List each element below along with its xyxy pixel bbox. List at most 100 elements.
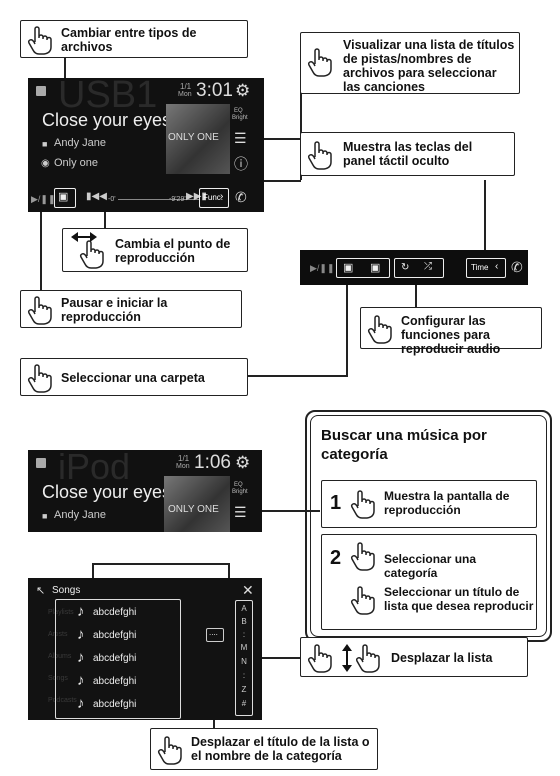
hand-tap-icon xyxy=(355,643,381,673)
seek-bar[interactable] xyxy=(118,199,200,200)
func-button[interactable]: Func. › xyxy=(199,188,229,208)
callout-text: Pausar e iniciar la reproducción xyxy=(61,296,168,324)
source-watermark: iPod xyxy=(58,450,131,487)
category-item[interactable]: Albums xyxy=(48,653,72,660)
alpha-index[interactable]: A xyxy=(241,604,247,613)
phone-icon[interactable]: ✆ xyxy=(235,189,247,205)
audio-functions-button[interactable]: ↻ ⤮ xyxy=(394,258,444,278)
source-menu-button[interactable] xyxy=(36,86,46,96)
album-icon: ◉ xyxy=(41,158,50,169)
callout-scroll-list: Desplazar la lista xyxy=(300,637,528,677)
folder-select-button[interactable]: ▣ ▣ xyxy=(336,258,390,278)
person-icon: ■ xyxy=(42,139,48,149)
step-number: 1 xyxy=(330,492,342,514)
category-item[interactable]: Playlists xyxy=(48,609,74,616)
info-icon[interactable]: ⓘ xyxy=(234,156,248,172)
search-panel-title: Buscar una música por categoría xyxy=(321,427,487,463)
hand-tap-icon xyxy=(27,363,53,393)
alpha-index[interactable]: M xyxy=(240,643,248,652)
alpha-index[interactable]: : xyxy=(242,630,246,639)
list-item[interactable]: ♪ abcdefghi xyxy=(61,648,173,668)
list-item[interactable]: ♪ abcdefghi xyxy=(61,625,173,645)
date-bottom: Mon xyxy=(176,463,190,470)
step-2-box: 2 Seleccionar una categoría Seleccionar … xyxy=(321,534,537,630)
gear-icon[interactable]: ⚙ xyxy=(235,453,251,472)
hand-tap-icon xyxy=(307,140,333,170)
step-text: Seleccionar un título de lista que desea… xyxy=(384,585,534,613)
next-track-icon[interactable]: ▶▶▮ xyxy=(186,191,207,202)
person-icon: ■ xyxy=(42,511,48,521)
time-button[interactable]: Time ‹ xyxy=(466,258,506,278)
play-pause-icon[interactable]: ▶/❚❚ xyxy=(31,194,56,204)
folder-next-icon: ▣ xyxy=(370,262,381,274)
drag-horizontal-icon xyxy=(79,239,105,269)
callout-select-folder: Seleccionar una carpeta xyxy=(20,358,248,396)
category-item[interactable]: Artists xyxy=(48,631,68,638)
callout-configure-audio: Configurar las funciones para reproducir… xyxy=(360,307,542,356)
eq-line2: Bright xyxy=(232,115,248,121)
hand-tap-icon xyxy=(307,47,333,77)
alpha-index[interactable]: N xyxy=(241,657,247,666)
callout-pause-play: Pausar e iniciar la reproducción xyxy=(20,290,242,328)
elapsed-time: -0' xyxy=(108,196,116,203)
step-text: Seleccionar una categoría xyxy=(384,552,477,580)
callout-text: Configurar las funciones para reproducir… xyxy=(401,314,501,356)
track-title: Close your eyes xyxy=(42,482,172,502)
hand-tap-icon xyxy=(27,25,53,55)
list-item-label: abcdefghi xyxy=(93,607,137,618)
more-label: .... xyxy=(209,628,218,637)
callout-view-track-list: Visualizar una lista de títulos de pista… xyxy=(300,32,520,94)
back-arrow-icon[interactable]: ↖ xyxy=(36,585,46,597)
list-item[interactable]: ♪ abcdefghi xyxy=(61,694,173,714)
list-header: Songs xyxy=(52,585,81,596)
callout-show-hidden-keys: Muestra las teclas del panel táctil ocul… xyxy=(300,132,515,176)
shuffle-icon: ⤮ xyxy=(424,261,432,272)
callout-text: Muestra las teclas del panel táctil ocul… xyxy=(343,140,473,168)
step-1-box: 1 Muestra la pantalla de reproducción xyxy=(321,480,537,528)
category-item[interactable]: Songs xyxy=(48,675,68,682)
song-list-screen: ↖ Songs ✕ Playlists Artists Albums Songs… xyxy=(28,578,262,720)
music-note-icon: ♪ xyxy=(77,672,85,689)
list-item-label: abcdefghi xyxy=(93,699,137,710)
source-menu-button[interactable] xyxy=(36,458,46,468)
usb-playback-screen: USB1 Close your eyes ■ Andy Jane ◉ Only … xyxy=(28,78,264,212)
list-item[interactable]: ♪ abcdefghi xyxy=(61,671,173,691)
list-item-label: abcdefghi xyxy=(93,653,137,664)
clock-time: 1:06 xyxy=(194,452,231,473)
step-text: Muestra la pantalla de reproducción xyxy=(384,489,510,517)
repeat-icon: ↻ xyxy=(401,262,410,273)
alpha-index[interactable]: Z xyxy=(241,685,247,694)
chevron-left-icon: ‹ xyxy=(495,261,499,272)
scroll-title-button[interactable]: .... xyxy=(206,628,224,642)
music-note-icon: ♪ xyxy=(77,626,85,643)
gear-icon[interactable]: ⚙ xyxy=(235,81,251,100)
alphabet-scroll-bar[interactable]: A B : M N : Z # xyxy=(235,600,253,716)
date-top: 1/1 xyxy=(180,82,192,91)
track-title: Close your eyes xyxy=(42,110,172,130)
list-icon[interactable]: ☰ xyxy=(234,130,247,146)
song-list-panel: ♪ abcdefghi ♪ abcdefghi ♪ abcdefghi ♪ ab… xyxy=(55,599,181,719)
list-item[interactable]: ♪ abcdefghi xyxy=(61,602,173,622)
list-item-label: abcdefghi xyxy=(93,676,137,687)
step-number: 2 xyxy=(330,547,342,569)
callout-text: Visualizar una lista de títulos de pista… xyxy=(343,38,515,94)
alpha-index[interactable]: B xyxy=(241,617,247,626)
category-item[interactable]: Podcasts xyxy=(48,697,77,704)
phone-icon[interactable]: ✆ xyxy=(511,259,523,275)
date-bottom: Mon xyxy=(178,91,192,98)
close-icon[interactable]: ✕ xyxy=(242,582,254,598)
time-label: Time xyxy=(471,263,489,272)
album-art-text: ONLY ONE xyxy=(168,504,219,515)
music-note-icon: ♪ xyxy=(77,603,85,620)
eq-line1: EQ xyxy=(234,482,243,488)
hand-tap-icon xyxy=(350,489,376,519)
hand-tap-icon xyxy=(27,295,53,325)
alpha-index[interactable]: # xyxy=(241,699,247,708)
list-icon[interactable]: ☰ xyxy=(234,504,247,520)
alpha-index[interactable]: : xyxy=(242,671,246,680)
file-type-switch-button[interactable]: ▣ xyxy=(54,188,76,208)
search-by-category-panel: Buscar una música por categoría 1 Muestr… xyxy=(305,410,552,642)
prev-track-icon[interactable]: ▮◀◀ xyxy=(86,191,107,202)
play-pause-icon[interactable]: ▶/❚❚ xyxy=(310,263,335,273)
hand-tap-icon xyxy=(350,541,376,571)
